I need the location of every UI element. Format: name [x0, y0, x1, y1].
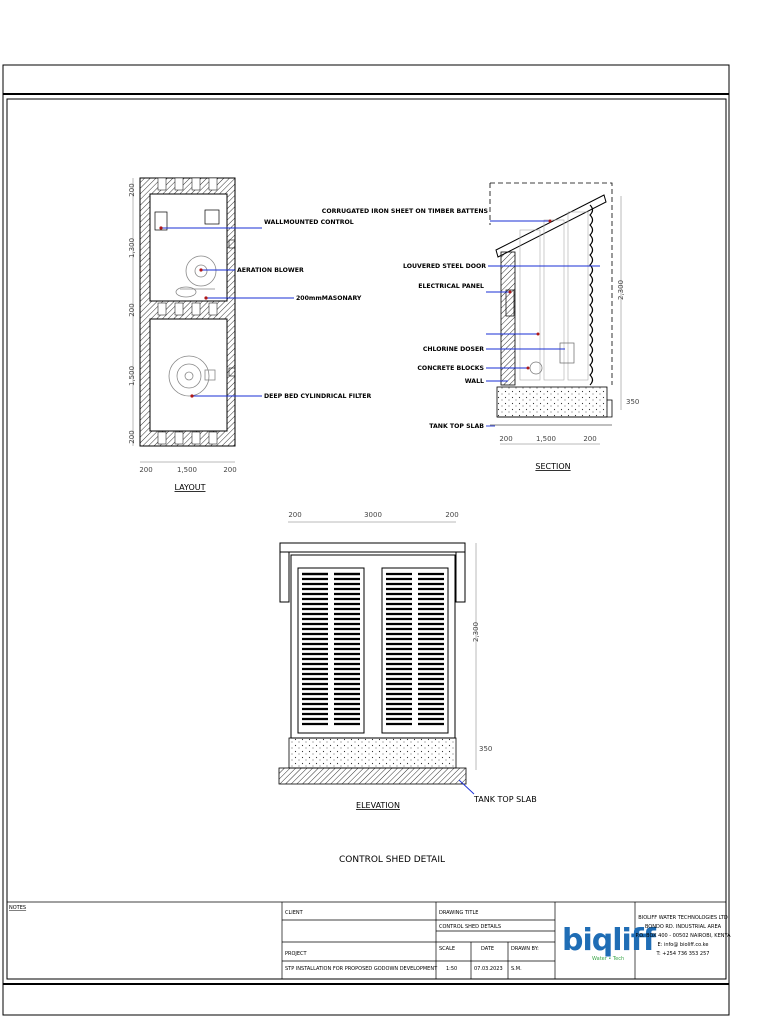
- dim-layout-v4: 1,500: [128, 366, 136, 386]
- client-label: CLIENT: [285, 910, 304, 916]
- chlorine-doser: [559, 342, 575, 364]
- dim-elev-h2: 3000: [364, 511, 382, 519]
- outer-frame: [2, 64, 730, 1016]
- dim-section-v1: 2,300: [617, 280, 625, 300]
- dim-section-h1: 200: [499, 435, 512, 443]
- layout-view: WALLMOUNTED CONTROL AERATION BLOWER 200m…: [128, 177, 371, 492]
- control-panel: [154, 211, 168, 231]
- elevation-slab: [278, 767, 467, 785]
- scale-label: SCALE: [439, 946, 455, 952]
- elevation-plinth: [288, 737, 457, 769]
- section-view: CORRUGATED IRON SHEET ON TIMBER BATTENS …: [322, 182, 639, 471]
- drawing-title-label: DRAWING TITLE: [439, 910, 478, 916]
- drawing-title-value: CONTROL SHED DETAILS: [439, 924, 501, 930]
- label-door: LOUVERED STEEL DOOR: [403, 263, 486, 270]
- label-slab: TANK TOP SLAB: [429, 423, 484, 430]
- elevation-title: ELEVATION: [356, 801, 400, 810]
- logo-tagline: Water • Tech: [592, 956, 624, 962]
- project-value: STP INSTALLATION FOR PROPOSED GODOWN DEV…: [285, 966, 438, 972]
- section-slab: [496, 386, 608, 418]
- dim-layout-h2: 1,500: [177, 466, 197, 474]
- drawn-by-value: S.M.: [511, 966, 522, 972]
- label-doser: CHLORINE DOSER: [423, 346, 484, 353]
- dim-elev-h3: 200: [445, 511, 458, 519]
- dim-layout-h3: 200: [223, 466, 236, 474]
- dim-layout-v3: 200: [128, 303, 136, 316]
- company-line-1: BIOLIFF WATER TECHNOLOGIES LTD: [638, 915, 728, 921]
- label-wall: WALL: [465, 378, 484, 385]
- date-value: 07.03.2023: [474, 966, 503, 972]
- logo-word: biqliff: [562, 923, 657, 958]
- elevation-roof: [279, 542, 466, 553]
- company-info: BIOLIFF WATER TECHNOLOGIES LTD BONDO RD.…: [635, 915, 731, 957]
- section-wall-left: [500, 251, 516, 386]
- label-masonary: 200mmMASONARY: [296, 295, 362, 302]
- label-wall-mounted-control: WALLMOUNTED CONTROL: [264, 219, 354, 226]
- project-label: PROJECT: [285, 951, 308, 957]
- scale-value: 1:50: [446, 966, 457, 972]
- company-line-4: E: info@ bioliff.co.ke: [658, 942, 709, 948]
- section-title: SECTION: [535, 462, 570, 471]
- notes-label: NOTES: [9, 905, 26, 911]
- company-logo: biqliff Water • Tech: [562, 923, 658, 962]
- electrical-panel: [505, 289, 515, 317]
- elevation-view: 200 3000 200 TANK TOP SLAB 2,300 350 ELE…: [278, 511, 537, 810]
- elevation-doors: [297, 567, 449, 734]
- dim-section-h2: 1,500: [536, 435, 556, 443]
- label-aeration-blower: AERATION BLOWER: [237, 267, 304, 274]
- label-filter: DEEP BED CYLINDRICAL FILTER: [264, 393, 371, 400]
- dim-section-h3: 200: [583, 435, 596, 443]
- inner-frame: [6, 98, 727, 980]
- dim-elev-h1: 200: [288, 511, 301, 519]
- dim-layout-v1: 200: [128, 183, 136, 196]
- company-line-3: P.O. BOX 400 - 00502 NAIROBI, KENYA: [635, 933, 731, 939]
- label-roof: CORRUGATED IRON SHEET ON TIMBER BATTENS: [322, 208, 488, 215]
- label-elevation-slab: TANK TOP SLAB: [473, 795, 537, 804]
- dim-elev-v1: 2,300: [472, 622, 480, 642]
- dim-section-v2: 350: [626, 398, 639, 406]
- drawing-caption: CONTROL SHED DETAIL: [339, 855, 445, 865]
- label-blocks: CONCRETE BLOCKS: [417, 365, 484, 372]
- deep-bed-filter: [168, 355, 216, 397]
- company-line-5: T: +254 736 353 257: [656, 951, 710, 957]
- label-panel: ELECTRICAL PANEL: [418, 283, 484, 290]
- dim-layout-v2: 1,300: [128, 238, 136, 258]
- dim-elev-v2: 350: [479, 745, 492, 753]
- layout-room-lower: [149, 318, 228, 432]
- layout-title: LAYOUT: [175, 483, 206, 492]
- corrugated-roof: [495, 194, 607, 258]
- date-label: DATE: [481, 946, 494, 952]
- company-line-2: BONDO RD. INDUSTRIAL AREA: [645, 924, 722, 930]
- dim-layout-v5: 200: [128, 430, 136, 443]
- aeration-blower: [175, 255, 217, 298]
- drawn-by-label: DRAWN BY:: [511, 946, 539, 952]
- title-block: [7, 901, 726, 979]
- dim-layout-h1: 200: [139, 466, 152, 474]
